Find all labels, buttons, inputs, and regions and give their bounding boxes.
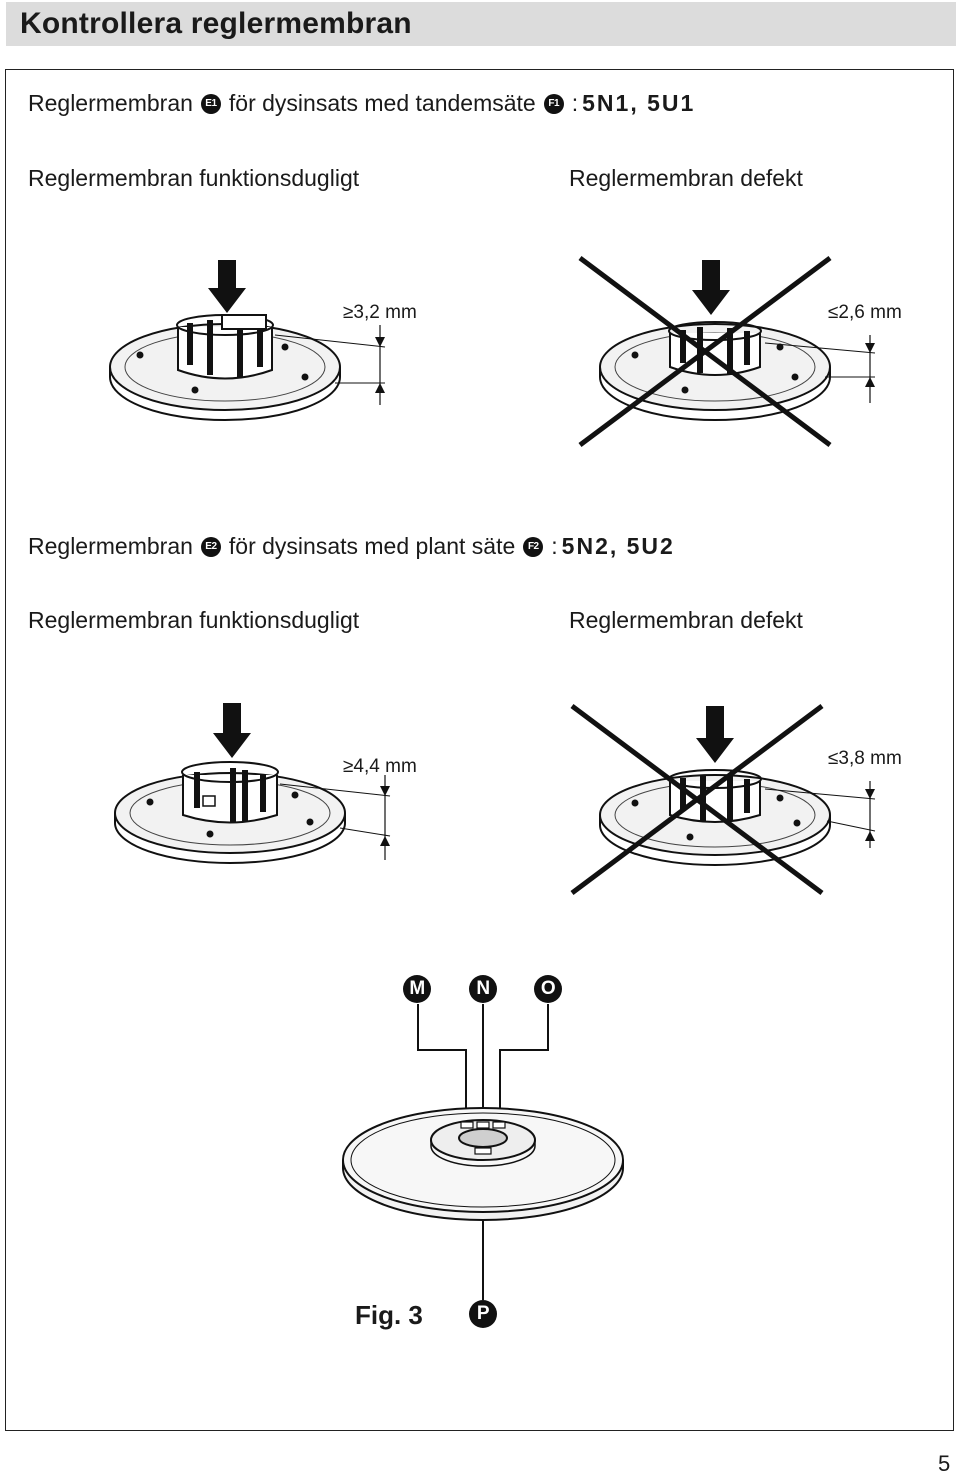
section2-prefix: Reglermembran	[28, 533, 193, 559]
callout-n: N	[469, 975, 497, 1003]
section1-ok-label: Reglermembran funktionsdugligt	[28, 165, 360, 191]
badge-f1: F1	[543, 93, 564, 114]
diaphragm-defect-drawing-2	[570, 703, 876, 896]
section2-ok-measure: ≥4,4 mm	[343, 756, 417, 777]
callout-o: O	[534, 975, 562, 1003]
section2-heading: Reglermembran E2 för dysinsats med plant…	[28, 533, 675, 560]
diaphragm-defect-drawing-1	[578, 255, 876, 448]
page-title: Kontrollera reglermembran	[20, 7, 412, 40]
section1-models: 5N1, 5U1	[582, 90, 696, 116]
callout-n-label: N	[469, 975, 497, 1003]
badge-f2: F2	[523, 536, 544, 557]
section1-colon: :	[571, 90, 579, 116]
callout-p-label: P	[469, 1300, 497, 1328]
section2-ok-label: Reglermembran funktionsdugligt	[28, 607, 360, 633]
badge-e2: E2	[200, 536, 221, 557]
diaphragm-ok-drawing-2	[114, 703, 391, 864]
callout-p: P	[469, 1300, 497, 1328]
section1-heading: Reglermembran E1 för dysinsats med tande…	[28, 90, 695, 117]
section1-ok-measure: ≥3,2 mm	[343, 302, 417, 323]
section1-defect-measure: ≤2,6 mm	[828, 302, 902, 323]
callout-m-label: M	[403, 975, 431, 1003]
section1-mid: för dysinsats med tandemsäte	[228, 90, 536, 116]
diaphragm-ok-drawing-1	[109, 260, 386, 421]
figure3-drawing	[342, 1004, 624, 1300]
title-bar: Kontrollera reglermembran	[6, 2, 956, 46]
section2-defect-measure: ≤3,8 mm	[828, 748, 902, 769]
figure-label: Fig. 3	[355, 1300, 423, 1330]
section2-defect-label: Reglermembran defekt	[569, 607, 803, 633]
section2-models: 5N2, 5U2	[561, 533, 675, 559]
badge-e1: E1	[200, 93, 221, 114]
callout-o-label: O	[534, 975, 562, 1003]
callout-m: M	[403, 975, 431, 1003]
page-number: 5	[938, 1451, 951, 1476]
section1-prefix: Reglermembran	[28, 90, 193, 116]
content-frame	[5, 69, 954, 1431]
section1-defect-label: Reglermembran defekt	[569, 165, 803, 191]
section2-colon: :	[551, 533, 558, 559]
section2-mid: för dysinsats med plant säte	[228, 533, 516, 559]
